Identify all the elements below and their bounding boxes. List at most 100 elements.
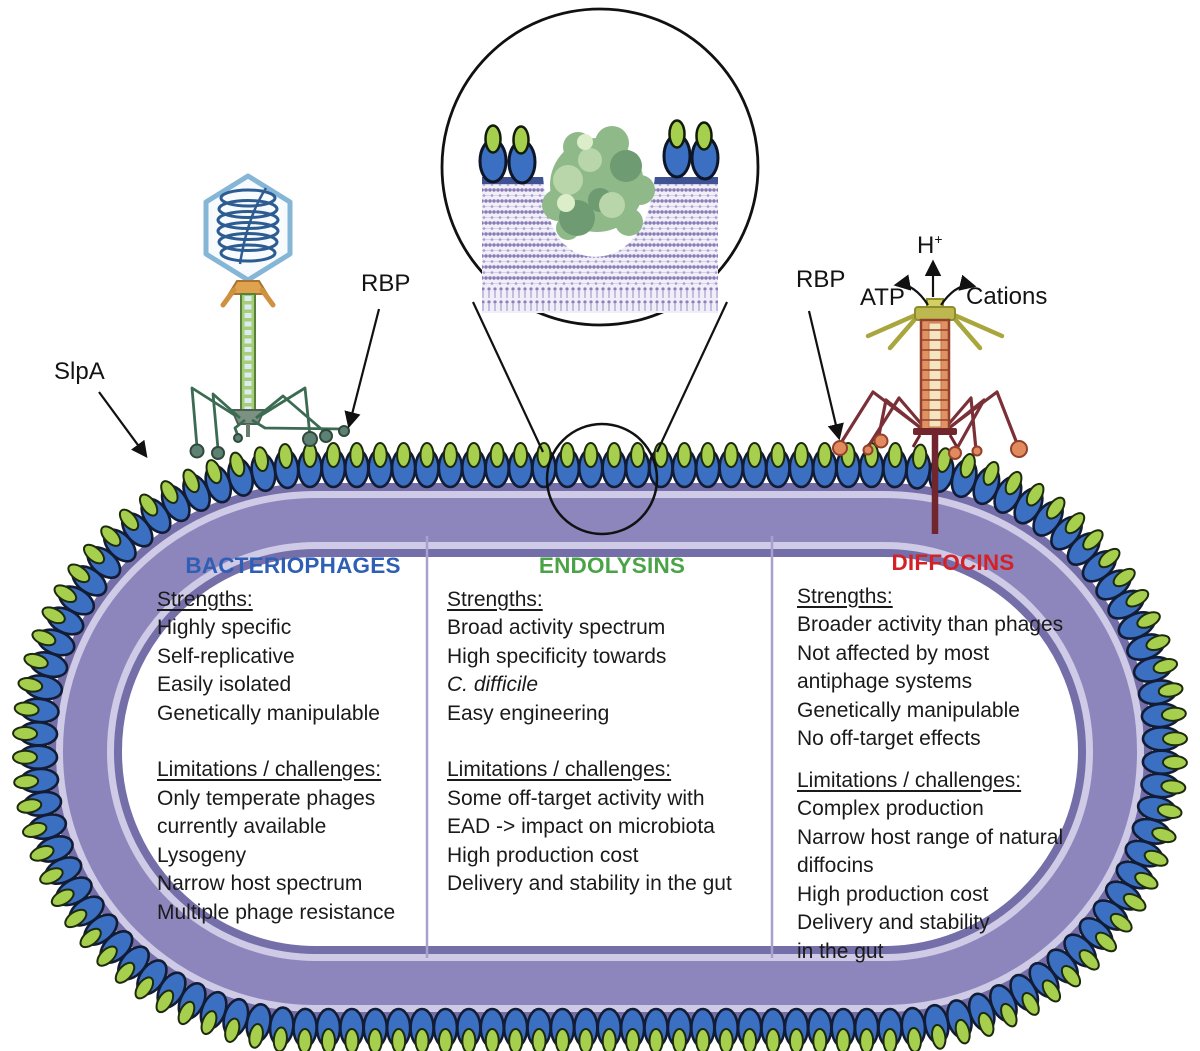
membrane-green-oval bbox=[489, 442, 505, 468]
membrane-green-oval bbox=[372, 442, 388, 468]
membrane-green-oval bbox=[39, 867, 64, 885]
membrane-green-oval bbox=[1122, 892, 1147, 912]
membrane-green-oval bbox=[50, 888, 75, 907]
membrane-green-oval bbox=[1136, 611, 1161, 629]
membrane-green-oval bbox=[414, 1028, 430, 1051]
membrane-green-oval bbox=[982, 460, 1000, 486]
membrane-green-oval bbox=[1025, 482, 1045, 507]
membrane-green-oval bbox=[16, 798, 43, 814]
membrane-green-oval bbox=[606, 442, 622, 468]
membrane-green-oval bbox=[442, 442, 458, 468]
membrane-green-oval bbox=[177, 1000, 196, 1026]
membrane-green-oval bbox=[1094, 931, 1117, 953]
membrane-green-oval bbox=[1161, 731, 1188, 747]
membrane-green-oval bbox=[906, 1026, 922, 1051]
membrane-green-oval bbox=[297, 1027, 313, 1051]
phage-rbp-feet bbox=[189, 425, 350, 460]
diffocins-title: DIFFOCINS bbox=[891, 550, 1015, 575]
list-item: Self-replicative bbox=[157, 644, 295, 668]
membrane-green-oval bbox=[229, 451, 246, 478]
bacteriophage-illustration bbox=[189, 173, 350, 460]
h-plus-label: H+ bbox=[917, 231, 942, 260]
list-item: Some off-target activity with bbox=[447, 786, 705, 810]
membrane-green-oval bbox=[67, 563, 91, 584]
membrane-green-oval bbox=[1004, 470, 1023, 496]
label-arrows bbox=[98, 308, 844, 458]
list-item: EAD -> impact on microbiota bbox=[447, 815, 715, 838]
section-gap bbox=[447, 728, 777, 756]
membrane-green-oval bbox=[1143, 849, 1169, 867]
magnifier-line-right bbox=[656, 301, 728, 453]
membrane-green-oval bbox=[747, 442, 763, 468]
membrane-green-oval bbox=[419, 442, 435, 468]
membrane-green-oval bbox=[437, 1028, 453, 1051]
cations-arrow bbox=[940, 274, 977, 306]
list-item: Highly specific bbox=[157, 616, 292, 639]
membrane-green-oval bbox=[1156, 803, 1183, 819]
membrane-green-oval bbox=[718, 1028, 734, 1051]
membrane-green-oval bbox=[882, 1028, 898, 1051]
membrane-green-oval bbox=[1152, 658, 1179, 675]
membrane-green-oval bbox=[200, 1010, 218, 1036]
list-item: Easy engineering bbox=[447, 701, 610, 725]
membrane-green-oval bbox=[349, 442, 365, 468]
strengths-heading: Strengths: bbox=[157, 587, 253, 611]
membrane-green-oval bbox=[134, 976, 155, 1000]
diffocin-cap bbox=[865, 298, 1005, 351]
h-plus-superscript: + bbox=[934, 231, 943, 247]
membrane-green-oval bbox=[278, 443, 294, 470]
membrane-green-oval bbox=[29, 844, 55, 862]
membrane-green-oval bbox=[1125, 589, 1150, 608]
list-item: Only temperate phages bbox=[157, 786, 376, 810]
membrane-green-oval bbox=[931, 1023, 947, 1050]
membrane-green-oval bbox=[508, 1028, 524, 1051]
membrane-green-oval bbox=[700, 442, 716, 468]
membrane-green-oval bbox=[788, 1028, 804, 1051]
membrane-green-oval bbox=[1000, 1002, 1018, 1028]
membrane-green-oval bbox=[513, 442, 529, 468]
endolysin-inset bbox=[440, 7, 760, 536]
limitations-heading: Limitations / challenges: bbox=[157, 758, 382, 781]
bacterial-cell bbox=[12, 442, 1188, 1051]
membrane-green-oval bbox=[578, 1028, 594, 1051]
membrane-green-oval bbox=[835, 1028, 851, 1051]
membrane-green-oval bbox=[1060, 965, 1082, 988]
membrane-green-oval bbox=[817, 442, 833, 468]
membrane-green-oval bbox=[531, 1028, 547, 1051]
rbp-label-right: RBP bbox=[796, 266, 846, 293]
membrane-green-oval bbox=[1134, 871, 1159, 890]
membrane-green-oval bbox=[601, 1028, 617, 1051]
membrane-green-oval bbox=[676, 442, 692, 468]
endolysins-column: ENDOLYSINS Strengths: Broad activity spe… bbox=[447, 552, 777, 899]
cell-wall-band bbox=[63, 498, 1137, 1005]
bacteriophages-column: BACTERIOPHAGES Strengths: Highly specifi… bbox=[157, 552, 429, 927]
list-item: antiphage systems bbox=[797, 670, 973, 693]
membrane-green-oval bbox=[248, 1023, 264, 1049]
membrane-green-oval bbox=[23, 652, 49, 670]
endolysins-title: ENDOLYSINS bbox=[538, 553, 686, 578]
membrane-green-oval bbox=[887, 442, 903, 469]
membrane-green-oval bbox=[559, 442, 575, 468]
limitations-heading: Limitations / challenges: bbox=[447, 758, 672, 781]
phage-tail bbox=[240, 293, 256, 413]
membrane-green-oval bbox=[812, 1028, 828, 1051]
list-item: High production cost bbox=[447, 843, 639, 867]
membrane-green-oval bbox=[466, 442, 482, 468]
membrane-green-oval bbox=[83, 543, 106, 565]
membrane-green-oval bbox=[31, 629, 57, 647]
list-item: Broad activity spectrum bbox=[447, 616, 666, 639]
membrane-green-oval bbox=[12, 749, 39, 765]
strengths-heading: Strengths: bbox=[447, 587, 543, 611]
membrane-green-oval bbox=[859, 1028, 875, 1051]
list-item: Multiple phage resistance bbox=[157, 900, 396, 924]
membrane-green-oval bbox=[723, 442, 739, 468]
membrane-green-oval bbox=[41, 606, 66, 625]
membrane-green-oval bbox=[391, 1028, 407, 1051]
membrane-green-oval bbox=[1160, 706, 1187, 722]
